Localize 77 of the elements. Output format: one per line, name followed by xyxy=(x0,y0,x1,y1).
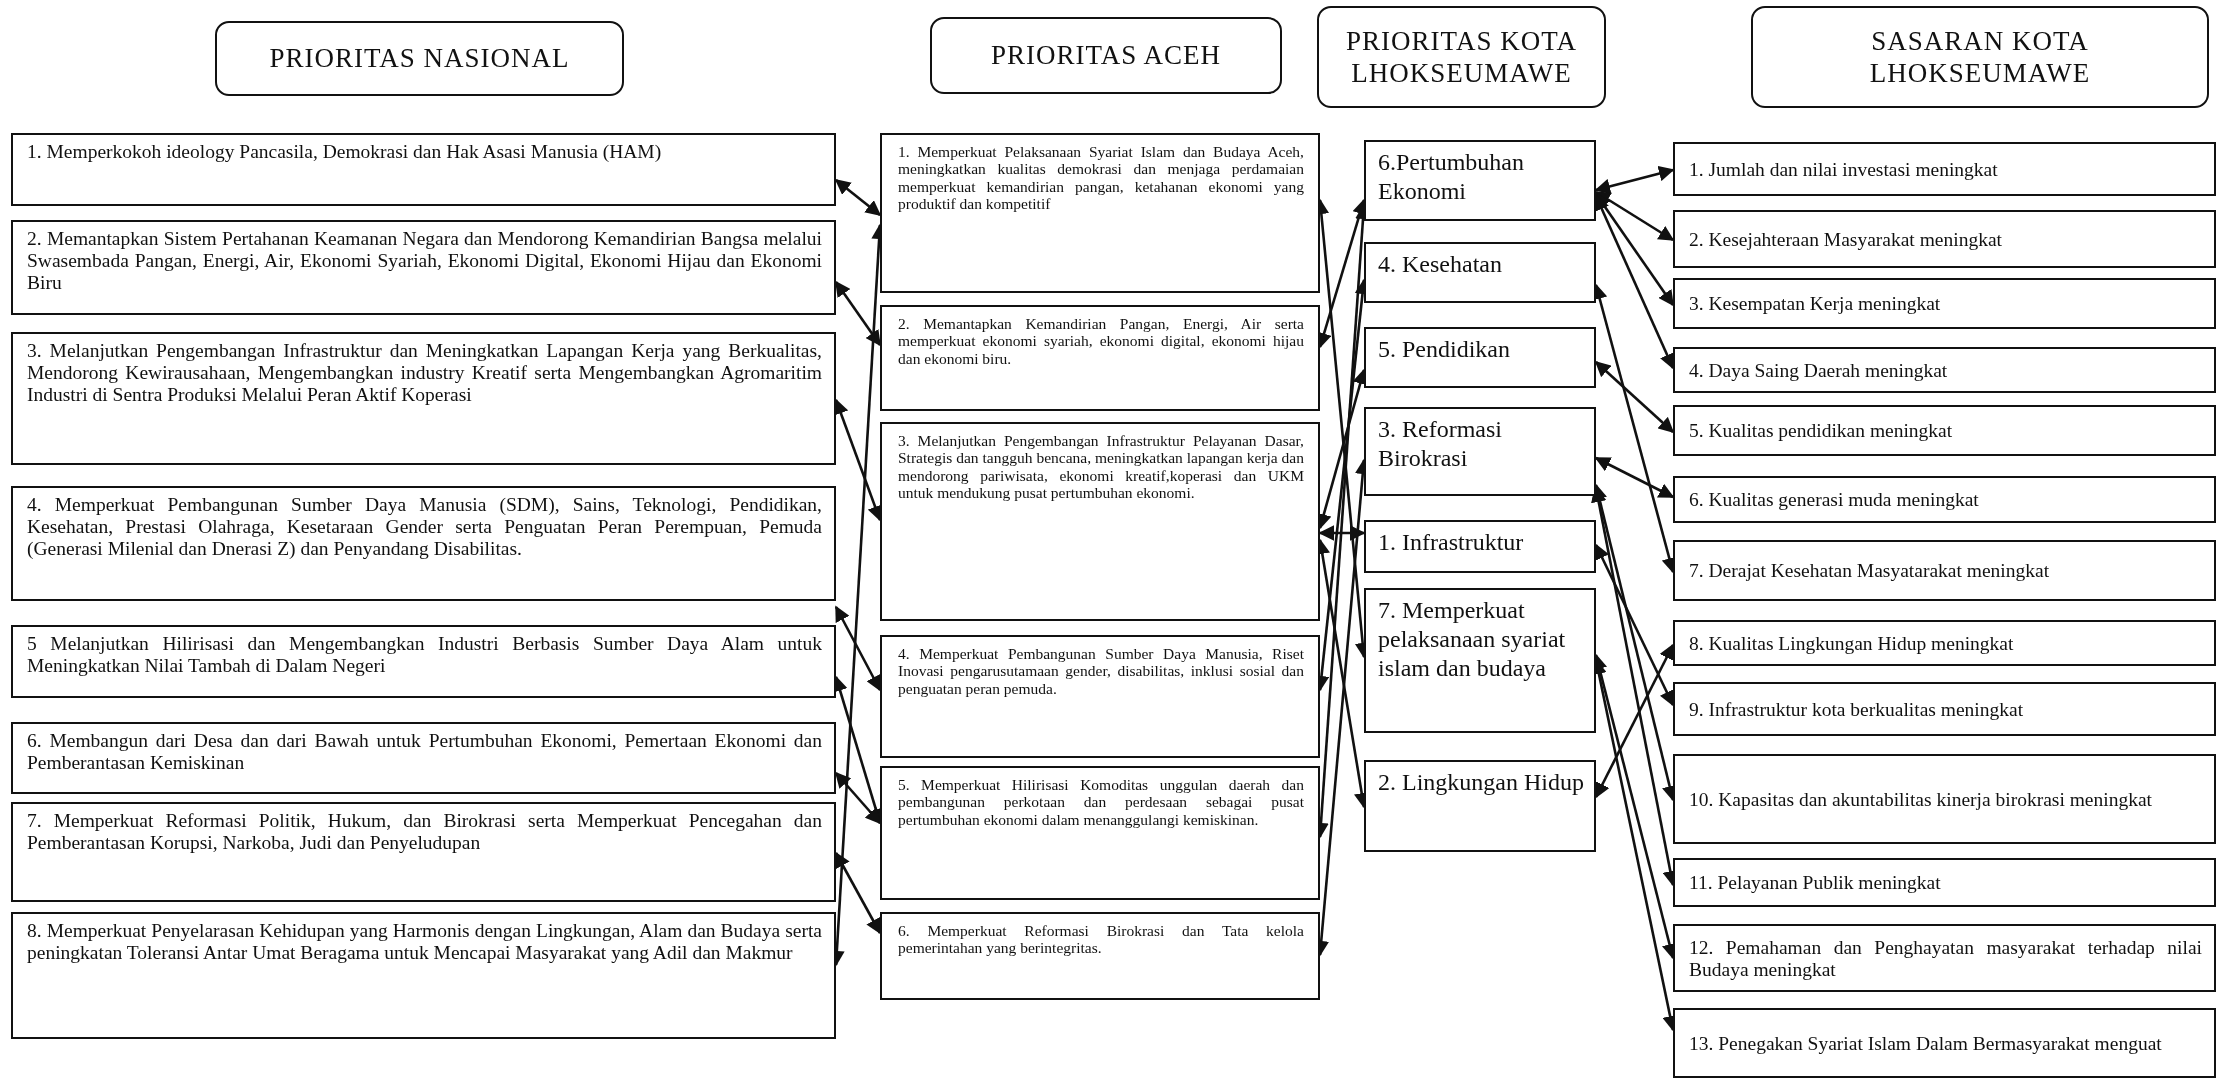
box-text: 6.Pertumbuhan Ekonomi xyxy=(1378,148,1525,206)
priority-box xyxy=(11,802,836,902)
double-arrow xyxy=(834,605,882,692)
priority-box xyxy=(11,332,836,465)
target-box xyxy=(1673,682,2216,736)
priority-box xyxy=(880,912,1320,1000)
column-header-box xyxy=(1751,6,2209,108)
box-text: 3. Melanjutkan Pengembangan Infrastruktur dan Meningkatkan Lapangan Kerja yang Berkualitas, Mendorong Kewirausahaan, Mengembangkan industry Kreatif serta Mengembangkan Agromaritim Industri di Sentra Produksi Melalui Peran Aktif Koperasi xyxy=(27,340,822,407)
box-text: 7. Memperkuat pelaksanaan syariat islam dan budaya xyxy=(1378,596,1567,683)
box-text: 3. Kesempatan Kerja meningkat xyxy=(1689,293,1942,316)
box-text: 2. Kesejahteraan Masyarakat meningkat xyxy=(1689,228,2003,252)
box-text: 1. Memperkokoh ideology Pancasila, Demokrasi dan Hak Asasi Manusia (HAM) xyxy=(27,141,663,164)
target-box xyxy=(1673,210,2216,268)
target-box xyxy=(1673,142,2216,196)
box-text: 3. Melanjutkan Pengembangan Infrastruktur Pelayanan Dasar, Strategis dan tangguh bencana, meningkatkan lapangan kerja dan mendorong pariwisata, ekonomi kreatif,koperasi dan UKM untuk mendukung pusat pertumbuhan ekonomi. xyxy=(898,432,1304,504)
box-text: 2. Lingkungan Hidup xyxy=(1378,768,1584,797)
priority-box xyxy=(11,486,836,601)
priority-box xyxy=(11,133,836,206)
box-text: PRIORITAS ACEH xyxy=(989,39,1223,72)
target-box xyxy=(1673,476,2216,523)
column-header-box xyxy=(930,17,1282,94)
priority-box xyxy=(1364,588,1596,733)
box-text: 4. Memperkuat Pembangunan Sumber Daya Manusia (SDM), Sains, Teknologi, Pendidikan, Kesehatan, Prestasi Olahraga, Kesetaraan Gender serta Penguatan Peran Perempuan, Pemuda (Generasi Milenial dan Dnerasi Z) dan Penyandang Disabilitas. xyxy=(27,494,822,561)
priority-box xyxy=(880,766,1320,900)
priority-box xyxy=(1364,520,1596,573)
box-text: 7. Derajat Kesehatan Masyatarakat meningkat xyxy=(1689,560,2051,583)
target-box xyxy=(1673,924,2216,992)
box-text: 5. Memperkuat Hilirisasi Komoditas unggulan daerah dan pembangunan perkotaan dan perdesaan sebagai pusat pertumbuhan ekonomi dalam menanggulangi kemiskinan. xyxy=(898,776,1304,830)
box-text: 6. Kualitas generasi muda meningkat xyxy=(1689,489,1980,512)
box-text: 13. Penegakan Syariat Islam Dalam Bermasyarakat menguat xyxy=(1689,1032,2163,1056)
box-text: 8. Memperkuat Penyelarasan Kehidupan yang Harmonis dengan Lingkungan, Alam dan Budaya serta peningkatan Toleransi Antar Umat Beragama untuk Mencapai Masyarakat yang Adil dan Makmur xyxy=(27,920,822,965)
target-box xyxy=(1673,347,2216,393)
target-box xyxy=(1673,405,2216,456)
priority-box xyxy=(11,722,836,794)
box-text: 10. Kapasitas dan akuntabilitas kinerja birokrasi meningkat xyxy=(1689,788,2153,812)
box-text: 1. Jumlah dan nilai investasi meningkat xyxy=(1689,158,1999,182)
box-text: 5 Melanjutkan Hilirisasi dan Mengembangkan Industri Berbasis Sumber Daya Alam untuk Meningkatkan Nilai Tambah di Dalam Negeri xyxy=(27,633,822,678)
box-text: 11. Pelayanan Publik meningkat xyxy=(1689,872,1942,895)
box-text: 2. Memantapkan Kemandirian Pangan, Energi, Air serta memperkuat ekonomi syariah, ekonomi digital, ekonomi hijau dan ekonomi biru. xyxy=(898,315,1304,369)
box-text: 2. Memantapkan Sistem Pertahanan Keamanan Negara dan Mendorong Kemandirian Bangsa melalui Swasembada Pangan, Energi, Air, Ekonomi Syariah, Ekonomi Digital, Ekonomi Hijau dan Ekonomi Biru xyxy=(27,228,822,295)
target-box xyxy=(1673,540,2216,601)
box-text: 4. Kesehatan xyxy=(1378,250,1503,279)
box-text: 5. Pendidikan xyxy=(1378,335,1511,364)
target-box xyxy=(1673,858,2216,907)
box-text: 5. Kualitas pendidikan meningkat xyxy=(1689,420,1954,443)
box-text: 6. Memperkuat Reformasi Birokrasi dan Tata kelola pemerintahan yang berintegritas. xyxy=(898,922,1304,959)
box-text: 4. Daya Saing Daerah meningkat xyxy=(1689,359,1949,383)
priority-box xyxy=(1364,140,1596,221)
box-text: 3. Reformasi Birokrasi xyxy=(1378,415,1503,473)
box-text: 7. Memperkuat Reformasi Politik, Hukum, dan Birokrasi serta Memperkuat Pencegahan dan Pemberantasan Korupsi, Narkoba, Judi dan Penyeludupan xyxy=(27,810,822,855)
priority-box xyxy=(1364,407,1596,496)
target-box xyxy=(1673,754,2216,844)
box-text: 9. Infrastruktur kota berkualitas meningkat xyxy=(1689,698,2025,722)
target-box xyxy=(1673,1008,2216,1078)
box-text: 8. Kualitas Lingkungan Hidup meningkat xyxy=(1689,632,2015,656)
box-text: 4. Memperkuat Pembangunan Sumber Daya Manusia, Riset Inovasi pengarusutamaan gender, disabilitas, inklusi sosial dan penguatan peran pemuda. xyxy=(898,645,1304,699)
priority-box xyxy=(11,220,836,315)
column-header-box xyxy=(215,21,624,96)
box-text: PRIORITAS NASIONAL xyxy=(268,42,571,75)
box-text: PRIORITAS KOTA LHOKSEUMAWE xyxy=(1345,24,1578,90)
target-box xyxy=(1673,620,2216,666)
priority-box xyxy=(1364,242,1596,303)
priority-box xyxy=(880,133,1320,293)
priority-box xyxy=(11,625,836,698)
priority-box xyxy=(11,912,836,1039)
box-text: SASARAN KOTA LHOKSEUMAWE xyxy=(1868,24,2092,90)
box-text: 6. Membangun dari Desa dan dari Bawah untuk Pertumbuhan Ekonomi, Pemertaan Ekonomi dan Pemberantasan Kemiskinan xyxy=(27,730,822,775)
column-header-box xyxy=(1317,6,1606,108)
priority-box xyxy=(880,635,1320,758)
box-text: 1. Infrastruktur xyxy=(1378,528,1525,557)
box-text: 1. Memperkuat Pelaksanaan Syariat Islam dan Budaya Aceh, meningkatkan kualitas demokrasi dan menjaga perdamaian memperkuat kemandirian pangan, ketahanan ekonomi yang produktif dan kompetitif xyxy=(898,143,1304,215)
target-box xyxy=(1673,278,2216,329)
priority-box xyxy=(1364,327,1596,388)
box-text: 12. Pemahaman dan Penghayatan masyarakat terhadap nilai Budaya meningkat xyxy=(1689,936,2202,982)
priority-box xyxy=(1364,760,1596,852)
priority-box xyxy=(880,305,1320,411)
priority-box xyxy=(880,422,1320,621)
